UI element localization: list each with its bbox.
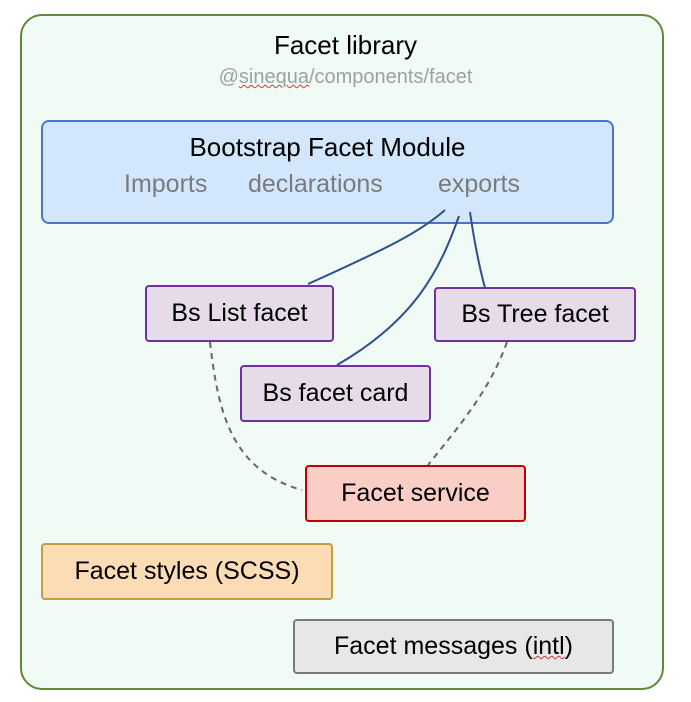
bs-list-facet-label: Bs List facet: [171, 299, 308, 327]
module-title: Bootstrap Facet Module: [189, 132, 466, 162]
facet-messages-node: Facet messages (intl): [293, 619, 614, 674]
library-title: Facet library: [273, 30, 418, 60]
package-path-scope: sinequa: [238, 66, 309, 88]
facet-service-label: Facet service: [341, 479, 490, 507]
edge-tree-facet-to-service: [427, 341, 508, 466]
facet-messages-suffix: ): [564, 632, 573, 660]
module-sections: Imports declarations exports: [43, 170, 612, 200]
bs-tree-facet-node: Bs Tree facet: [434, 287, 636, 342]
bs-tree-facet-label: Bs Tree facet: [461, 300, 609, 328]
module-imports: Imports: [124, 170, 208, 198]
facet-messages-prefix: Facet messages (: [334, 632, 533, 660]
bs-facet-card-node: Bs facet card: [240, 365, 431, 422]
edge-exports-to-list-facet: [307, 209, 446, 285]
edge-list-facet-to-service: [209, 341, 303, 491]
edge-exports-to-facet-card: [336, 215, 460, 366]
facet-messages-intl: intl: [532, 632, 565, 660]
edge-exports-to-tree-facet: [469, 211, 486, 289]
package-path-suffix: /components/facet: [308, 66, 473, 88]
bootstrap-facet-module: Bootstrap Facet Module Imports declarati…: [41, 120, 614, 224]
module-exports: exports: [438, 170, 520, 198]
bs-facet-card-label: Bs facet card: [262, 379, 409, 407]
package-path: @sinequa/components/facet: [0, 66, 691, 89]
facet-styles-label: Facet styles (SCSS): [74, 557, 300, 585]
facet-messages-label: Facet messages (intl): [334, 632, 573, 661]
package-path-prefix: @: [218, 66, 239, 88]
module-declarations: declarations: [248, 170, 383, 198]
facet-styles-node: Facet styles (SCSS): [41, 543, 333, 600]
facet-service-node: Facet service: [305, 465, 526, 522]
bs-list-facet-node: Bs List facet: [145, 285, 334, 342]
